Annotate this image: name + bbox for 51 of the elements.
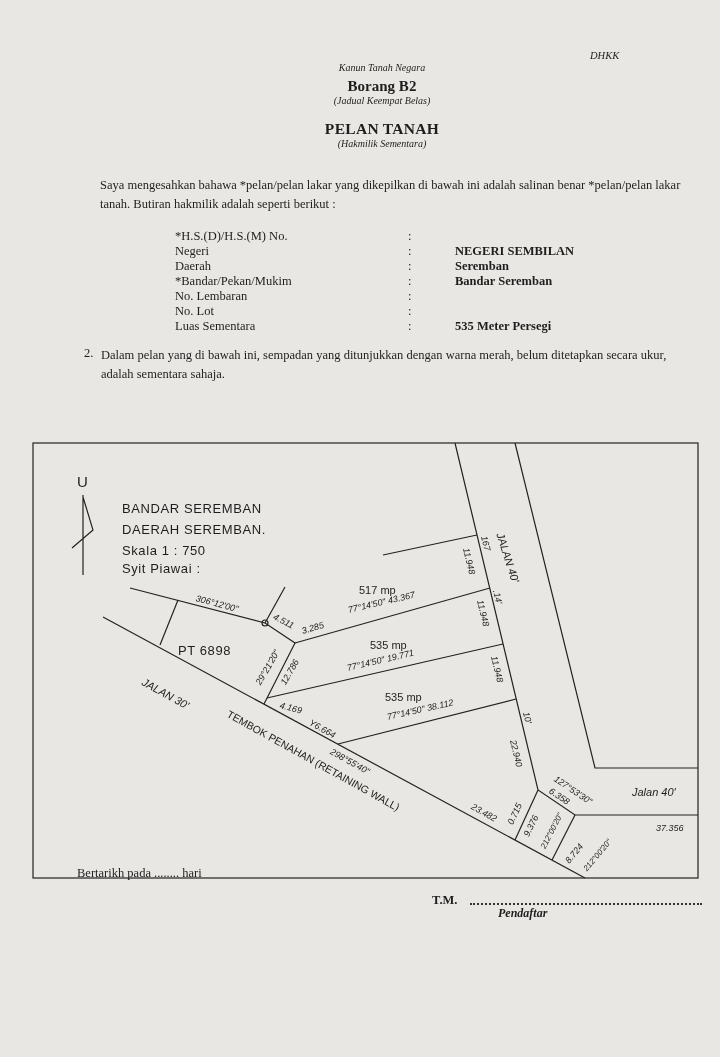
- area-label: 535 mp: [370, 639, 407, 651]
- place-name: DAERAH SEREMBAN.: [122, 521, 266, 537]
- width-label: .14': [491, 588, 505, 605]
- document-title: PELAN TANAH: [324, 120, 440, 138]
- distance-label: 3.285: [300, 620, 326, 636]
- distance-label: 167: [479, 534, 493, 552]
- field-label: Negeri: [175, 244, 209, 259]
- width-label: 10': [521, 710, 534, 725]
- field-label: No. Lot: [175, 304, 214, 319]
- area-label: 535 mp: [385, 691, 422, 703]
- road-label: Jalan 40': [632, 786, 676, 798]
- separator-colon: :: [408, 274, 412, 289]
- body-text: Saya mengesahkan bahawa *pelan/pelan lakar yang dikepilkan di bawah ini adalah salinan benar *pelan/pelan lakar tanah. Butiran hakmilik adalah seperti berikut :: [100, 177, 682, 213]
- field-label: *H.S.(D)/H.S.(M) No.: [175, 229, 288, 244]
- field-value: Seremban: [455, 259, 509, 274]
- field-value: Bandar Seremban: [455, 274, 553, 289]
- field-label: Daerah: [175, 259, 212, 274]
- distance-label: 4.169: [278, 700, 304, 716]
- act-name: Kanun Tanah Negara: [338, 62, 426, 73]
- field-label: Luas Sementara: [175, 319, 256, 334]
- lot-number: PT 6898: [178, 642, 232, 658]
- place-name: BANDAR SEREMBAN: [122, 500, 262, 516]
- sheet-note: Syit Piawai :: [122, 560, 201, 576]
- separator-colon: :: [408, 319, 412, 334]
- field-label: *Bandar/Pekan/Mukim: [175, 274, 292, 289]
- subtitle: (Hakmilik Sementara): [337, 138, 427, 149]
- distance-label: 11.948: [489, 654, 506, 684]
- field-label: No. Lembaran: [175, 289, 248, 304]
- distance-label: 11.948: [475, 598, 492, 628]
- north-letter: U: [77, 474, 88, 490]
- form-number: Borang B2: [347, 78, 417, 95]
- date-line-text: Bertarikh pada ........ hari: [77, 866, 202, 881]
- initials-text: T.M.: [432, 893, 458, 908]
- separator-colon: :: [408, 304, 412, 319]
- separator-colon: :: [408, 229, 412, 244]
- distance-label: 4.511: [271, 611, 296, 631]
- signature-caption: Pendaftar: [498, 906, 548, 921]
- distance-label: 37.356: [656, 823, 684, 833]
- field-value: NEGERI SEMBILAN: [455, 244, 575, 259]
- road-label: JALAN 40': [494, 531, 522, 584]
- separator-colon: :: [408, 289, 412, 304]
- body-text: Dalam pelan yang di bawah ini, sempadan yang ditunjukkan dengan warna merah, belum ditetapkan secara ukur, adalah sementara sahaja.: [101, 347, 668, 383]
- document-code: DHKK: [590, 50, 620, 61]
- distance-label: 11.948: [461, 546, 478, 576]
- schedule-note: (Jadual Keempat Belas): [333, 95, 431, 106]
- separator-colon: :: [408, 259, 412, 274]
- paragraph-number: 2.: [84, 346, 94, 361]
- separator-colon: :: [408, 244, 412, 259]
- scale-note: Skala 1 : 750: [122, 542, 206, 558]
- field-value: 535 Meter Persegi: [455, 319, 552, 334]
- distance-label: 22.940: [508, 738, 525, 768]
